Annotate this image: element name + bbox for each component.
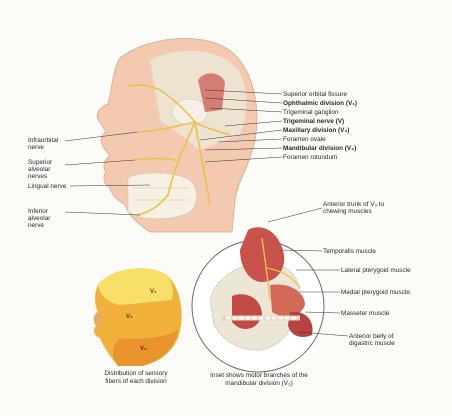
label-superior-orbital-fissure: Superior orbital fissure [283,91,347,98]
label-temporalis-muscle: Temporalis muscle [323,248,376,255]
inset-mandible [192,227,324,372]
label-lingual-nerve: Lingual nerve [28,183,66,190]
zone-label-v3: V₃ [140,346,147,353]
label-foramen-ovale: Foramen ovale [283,136,326,143]
label-trigeminal-nerve: Trigeminal nerve (V) [283,118,344,125]
sensory-caption: Distribution of sensory fibers of each d… [96,370,176,385]
sensory-head [94,268,182,366]
label-medial-pterygoid-muscle: Medial pterygoid muscle [341,289,410,296]
inset-caption: Inset shows motor branches of the mandib… [208,372,310,387]
label-mandibular-division: Mandibular division (V₃) [283,145,356,152]
label-foramen-rotundum: Foramen rotundum [283,154,337,161]
label-infraorbital-nerve: Infraorbital nerve [28,137,66,151]
label-superior-alveolar-nerves: Superior alveolar nerves [28,159,68,180]
head-figure [97,38,257,232]
zone-label-v1: V₁ [150,289,156,296]
label-inferior-alveolar-nerve: Inferior alveolar nerve [28,208,66,229]
zone-label-v2: V₂ [126,314,133,321]
label-maxillary-division: Maxillary division (V₂) [283,127,349,134]
label-trigeminal-ganglion: Trigeminal ganglion [283,109,339,116]
label-anterior-belly-digastric: Anterior belly of digastric muscle [349,333,409,347]
label-lateral-pterygoid-muscle: Lateral pterygoid muscle [341,267,411,274]
label-ophthalmic-division: Ophthalmic division (V₁) [283,100,357,107]
label-anterior-trunk-v3: Anterior trunk of V₃ to chewing muscles [323,201,385,215]
label-masseter-muscle: Masseter muscle [341,310,389,317]
